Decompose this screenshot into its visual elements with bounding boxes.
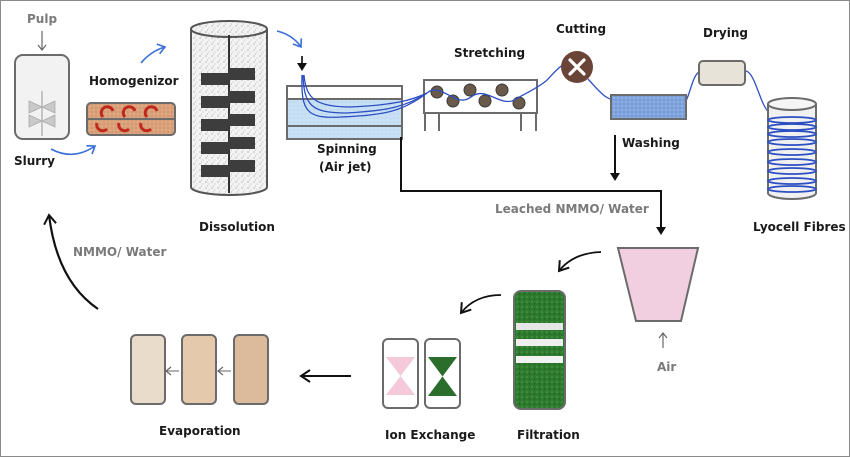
stretching-unit: Stretching xyxy=(423,46,538,131)
dissolution-label: Dissolution xyxy=(199,220,275,234)
leached-flow: Leached NMMO/ Water xyxy=(400,137,666,235)
pulp-label: Pulp xyxy=(27,12,57,26)
stretching-label: Stretching xyxy=(454,46,525,60)
washing-bath: Washing xyxy=(610,94,687,181)
spinning-bath: Spinning (Air jet) xyxy=(286,56,403,174)
flow-arrow-icon xyxy=(50,145,97,156)
flow-arrow-icon xyxy=(276,30,303,49)
cross-icon xyxy=(568,58,586,76)
filtration-label: Filtration xyxy=(517,428,580,442)
slurry-vessel: Pulp Slurry xyxy=(14,12,97,168)
spinning-label: Spinning xyxy=(317,142,377,156)
washing-label: Washing xyxy=(622,136,680,150)
spinning-sub-label: (Air jet) xyxy=(319,160,371,174)
ion-exchange-label: Ion Exchange xyxy=(385,428,475,442)
lyocell-fibres-label: Lyocell Fibres xyxy=(753,220,846,234)
ion-exchange-columns: Ion Exchange xyxy=(299,338,475,442)
dissolution-vessel: Dissolution xyxy=(190,20,303,234)
fibre-path xyxy=(301,62,772,118)
filtration-column: Filtration xyxy=(459,290,580,442)
cutting-label: Cutting xyxy=(556,22,606,36)
mixing-arrows-icon xyxy=(95,105,159,133)
slurry-label: Slurry xyxy=(14,154,55,168)
solvent-return: NMMO/ Water xyxy=(43,213,166,310)
homogenizor: Homogenizor xyxy=(86,43,179,136)
air-label: Air xyxy=(657,360,676,374)
leached-label: Leached NMMO/ Water xyxy=(495,202,649,216)
drying-label: Drying xyxy=(703,26,748,40)
nmmo-water-label: NMMO/ Water xyxy=(73,245,166,259)
homogenizor-label: Homogenizor xyxy=(89,74,179,88)
recycle-arrow-icon xyxy=(557,251,602,273)
flow-arrow-icon xyxy=(140,43,167,64)
evaporators: Evaporation xyxy=(130,334,269,438)
leach-arrow-icon xyxy=(400,137,666,235)
fibre-coil-icon xyxy=(767,116,817,193)
hourglass-green-icon xyxy=(428,357,457,396)
evaporation-label: Evaporation xyxy=(159,424,241,438)
agitator-blades-icon xyxy=(201,68,255,177)
hourglass-pink-icon xyxy=(386,357,415,395)
fibre-spool: Lyocell Fibres xyxy=(753,97,846,234)
cutter: Cutting xyxy=(556,22,606,83)
impeller-icon xyxy=(28,100,56,114)
dryer: Drying xyxy=(698,26,748,86)
collector-tank: Air xyxy=(557,247,700,374)
recycle-arrow-icon xyxy=(459,294,502,315)
return-arrow-icon xyxy=(43,213,99,310)
